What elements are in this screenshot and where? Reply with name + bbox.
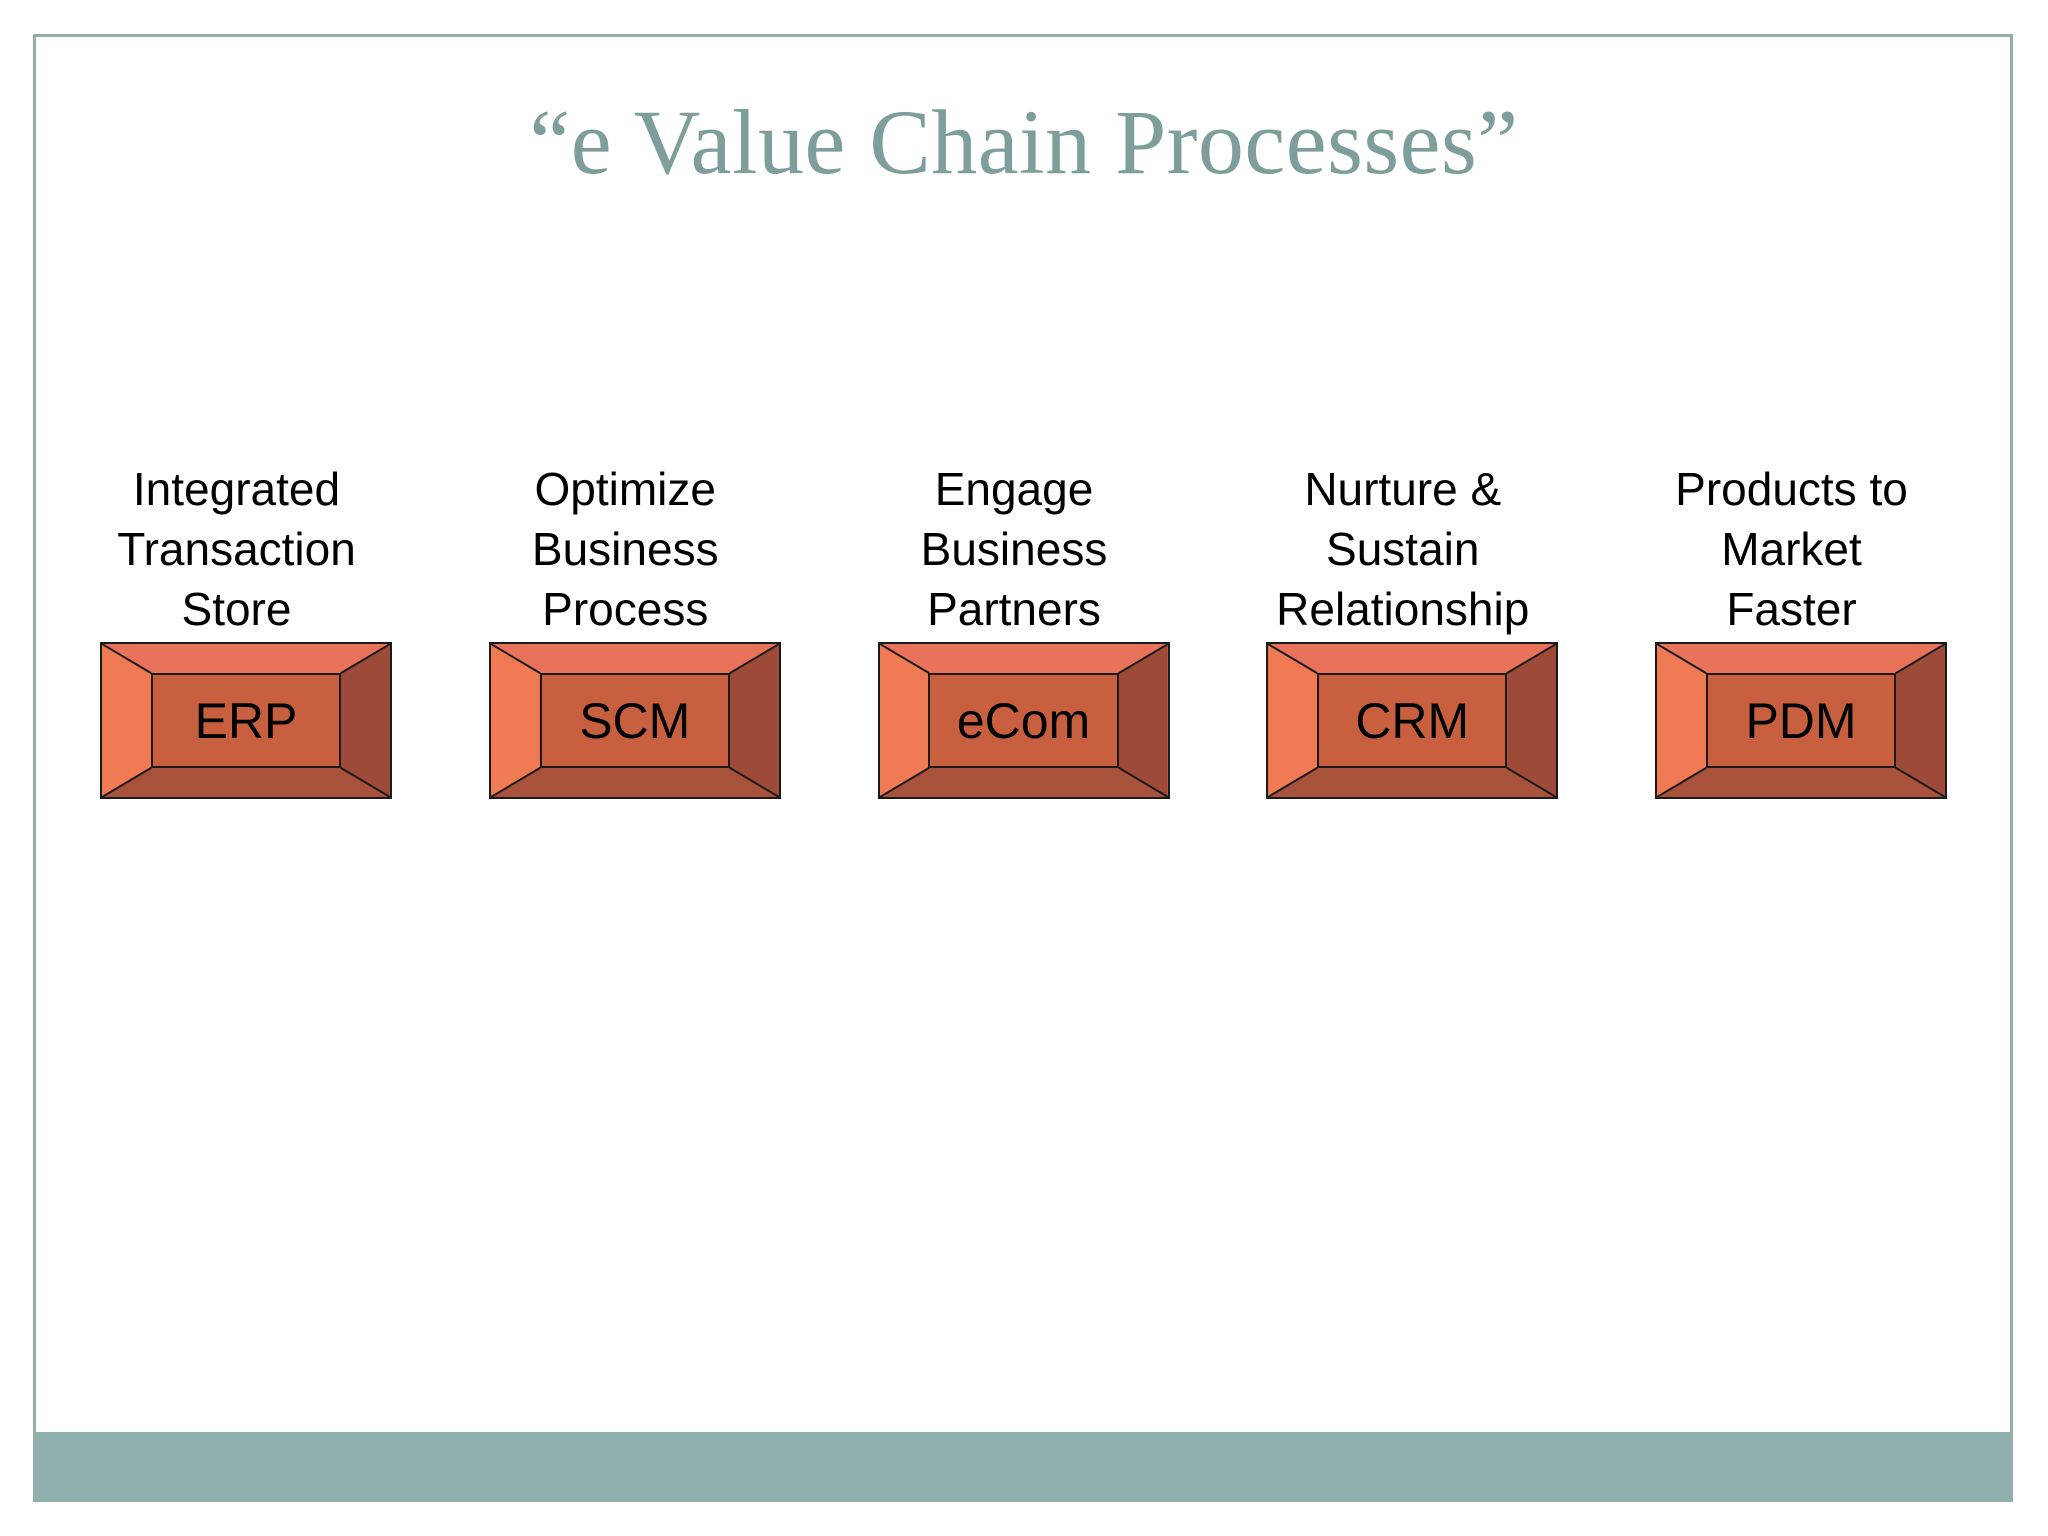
bevel-face-center [1705, 673, 1897, 768]
process-box-label-pdm: PDM [1745, 692, 1857, 749]
process-box-label-ecom: eCom [956, 692, 1091, 749]
process-box-label-scm: SCM [579, 692, 691, 749]
bevel-face-center [1317, 673, 1508, 768]
footer-band [36, 1432, 2010, 1502]
process-item-scm: Optimize Business Process SCM [488, 460, 781, 799]
process-caption-scm: Optimize Business Process [531, 463, 719, 635]
process-item-erp: Integrated Transaction Store ERP [100, 460, 392, 799]
process-box-erp[interactable]: ERP [100, 642, 392, 799]
process-box-label-erp: ERP [194, 692, 298, 749]
process-box-label-crm: CRM [1355, 692, 1470, 749]
process-item-pdm: Products to Market Faster PDM [1655, 460, 1947, 799]
process-caption-ecom: Engage Business Partners [920, 463, 1108, 635]
process-row: Integrated Transaction Store ERP Optimiz… [100, 460, 1947, 799]
bevel-face-center [928, 673, 1119, 768]
page-title: “e Value Chain Processes” [529, 91, 1519, 193]
bevel-face-center [539, 673, 730, 768]
bevel-face-center [150, 673, 342, 768]
process-box-pdm[interactable]: PDM [1655, 642, 1947, 799]
process-caption-crm: Nurture & Sustain Relationship [1276, 463, 1530, 635]
process-box-scm[interactable]: SCM [488, 642, 781, 799]
process-caption-erp: Integrated Transaction Store [117, 463, 356, 635]
process-box-ecom[interactable]: eCom [877, 642, 1170, 799]
process-caption-pdm: Products to Market Faster [1675, 463, 1908, 635]
process-box-crm[interactable]: CRM [1266, 642, 1559, 799]
process-item-ecom: Engage Business Partners eCom [877, 460, 1170, 799]
process-item-crm: Nurture & Sustain Relationship CRM [1266, 460, 1559, 799]
